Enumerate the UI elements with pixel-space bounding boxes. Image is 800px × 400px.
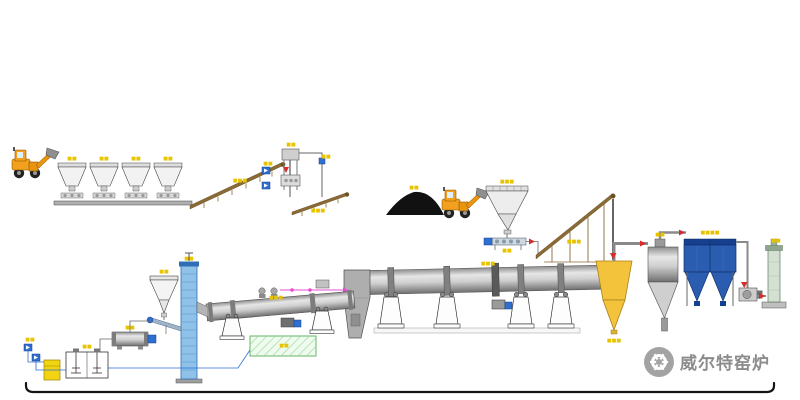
equipment-label: ■■	[771, 238, 781, 244]
kiln-head-hood	[258, 269, 371, 339]
water-pump-2	[31, 353, 41, 362]
feed-hopper-1	[57, 162, 87, 199]
flow-arrow	[640, 240, 646, 247]
kiln-drive-gearbox	[491, 299, 506, 310]
rotary-kiln	[357, 262, 603, 334]
chimney	[761, 238, 787, 309]
kiln-foundation	[373, 327, 581, 334]
equipment-label: ■■	[131, 156, 141, 162]
tower-cap	[179, 261, 199, 267]
collecting-belt-conveyor	[53, 200, 193, 206]
preheater-tower	[175, 252, 209, 384]
coal-hopper	[485, 185, 529, 235]
equipment-label: ■■■	[500, 179, 514, 185]
kiln-support-piers	[377, 291, 575, 329]
feed-hopper-3	[121, 162, 151, 199]
flow-arrow	[679, 229, 685, 236]
transfer-tower	[281, 148, 300, 161]
equipment-label: ■■■	[269, 295, 283, 301]
bypass-pipe	[299, 152, 323, 197]
pipe-valve	[318, 157, 326, 165]
equipment-label: ■■■	[311, 208, 325, 214]
equipment-labels: ■■ ■■ ■■ ■■ ■■■ ■■ ■■ ■■ ■■■ ■■ ■■■ ■■ ■…	[25, 142, 781, 350]
cyclone-outlet-duct	[658, 231, 686, 239]
equipment-label: ■■	[125, 325, 135, 331]
cooler-pier-2	[309, 306, 335, 334]
wheel-loader-1	[11, 146, 60, 179]
feed-hopper-2	[89, 162, 119, 199]
mixing-drum	[111, 331, 157, 350]
equipment-label: ■■	[502, 248, 512, 254]
equipment-label: ■■■	[481, 261, 495, 267]
burner-fuel-line	[280, 287, 348, 293]
feed-hopper-4	[153, 162, 183, 199]
grinding-mixing-area	[23, 275, 251, 381]
raw-material-station	[11, 146, 286, 210]
watermark: 威尔特窑炉	[644, 347, 770, 377]
equipment-label: ■■	[25, 337, 35, 343]
feed-hopper-row	[57, 162, 183, 199]
equipment-label: ■■	[279, 343, 289, 349]
cooler-drive-motor	[293, 319, 302, 328]
primary-air-fan-2	[270, 287, 278, 298]
hood-door	[350, 313, 361, 327]
equipment-label: ■■■	[233, 178, 247, 184]
inclined-conveyor-1	[189, 162, 286, 210]
bottom-frame-border	[24, 381, 776, 394]
vibrating-screen	[280, 174, 301, 187]
water-supply-line	[108, 349, 251, 369]
kiln-shell	[357, 262, 603, 297]
equipment-label: ■■	[67, 156, 77, 162]
flow-arrow	[741, 282, 748, 288]
equipment-label: ■■	[409, 185, 419, 191]
water-pipe-2	[35, 361, 66, 371]
primary-air-fan-1	[258, 287, 266, 298]
prep-hopper	[149, 275, 179, 318]
kiln-exhaust-duct	[612, 242, 648, 261]
bag-filter	[683, 238, 737, 306]
equipment-label: ■■■■	[701, 230, 720, 236]
transfer-screening-station	[261, 148, 350, 216]
dosing-pump-1	[261, 166, 271, 175]
equipment-label: ■■	[99, 156, 109, 162]
flow-arrow	[529, 238, 535, 245]
equipment-label: ■■	[321, 154, 331, 160]
slurry-tanks	[65, 348, 109, 379]
equipment-label: ■■	[286, 142, 296, 148]
burner-box	[315, 279, 330, 289]
equipment-label: ■■	[82, 344, 92, 350]
equipment-label: ■■■	[607, 338, 621, 344]
flow-arrow	[610, 253, 617, 260]
watermark-text: 威尔特窑炉	[680, 353, 770, 374]
cooling-water-pool	[249, 335, 317, 357]
inclined-conveyor-2	[535, 193, 616, 263]
inclined-conveyor-1b	[291, 192, 350, 216]
flow-arrow	[283, 167, 289, 173]
tower-base	[175, 378, 203, 384]
equipment-label: ■■	[263, 161, 273, 167]
coal-pile	[386, 191, 444, 215]
equipment-label: ■■	[184, 256, 194, 262]
water-pump-1	[23, 343, 33, 352]
tower-segments	[181, 273, 197, 371]
cooler-pier-1	[219, 313, 245, 340]
equipment-label: ■■	[655, 232, 665, 238]
equipment-label: ■■	[163, 156, 173, 162]
flow-arrow	[759, 293, 765, 299]
kiln-drive-motor	[504, 301, 513, 310]
cyclone-separator	[647, 231, 686, 332]
dosing-pump-2	[261, 181, 271, 190]
equipment-label: ■■	[159, 269, 169, 275]
cooler-drive-gearbox	[280, 317, 295, 328]
coal-yard	[386, 185, 616, 263]
water-pipe-1	[27, 351, 44, 363]
coal-screw-feeder	[483, 237, 527, 250]
tower-discharge-chute	[196, 301, 209, 318]
smoke-chamber	[595, 242, 648, 335]
wheel-loader-2	[441, 186, 490, 219]
equipment-label: ■■■	[567, 239, 581, 245]
id-fan	[736, 241, 766, 302]
flow-arrows	[283, 167, 765, 299]
